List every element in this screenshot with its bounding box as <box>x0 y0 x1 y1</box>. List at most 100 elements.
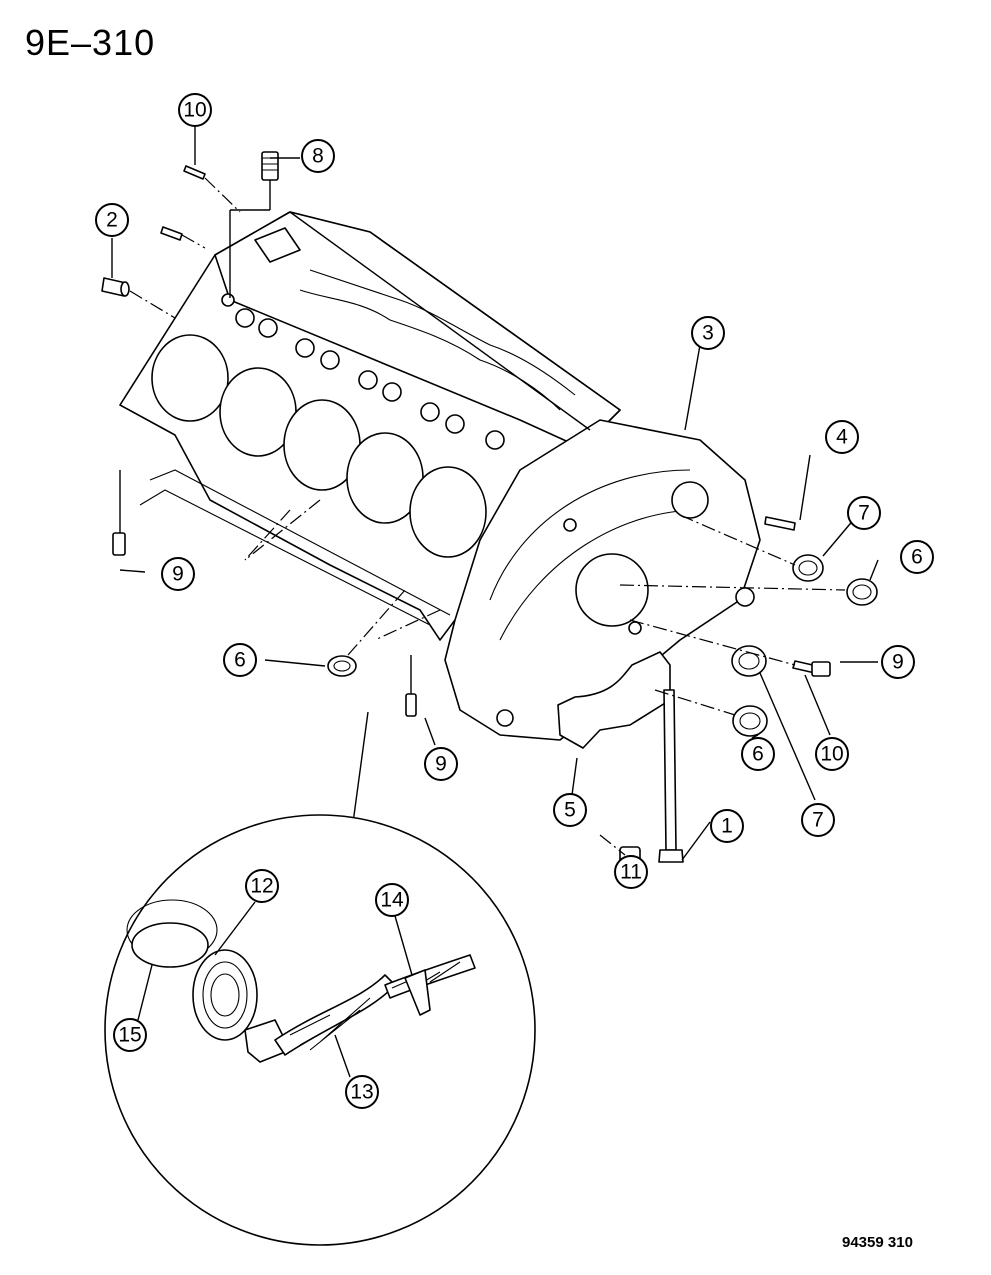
cup-seal <box>846 578 878 606</box>
callout-circle <box>881 645 915 679</box>
callout-label: 11 <box>620 861 642 884</box>
cup-seal <box>732 705 768 737</box>
sensor-coil <box>210 973 240 1017</box>
callout-12: 12 <box>245 869 279 903</box>
callout-circle <box>245 869 279 903</box>
oil-pan-rail <box>149 469 451 616</box>
callout-circle <box>900 540 934 574</box>
lifter-bore <box>382 382 402 402</box>
callout-circle <box>113 1018 147 1052</box>
callout-label: 13 <box>350 1081 373 1104</box>
wire-harness-mesh <box>289 997 371 1051</box>
callout-circle <box>691 316 725 350</box>
callout-circle <box>178 93 212 127</box>
camshaft-valley <box>309 269 576 396</box>
callout-11: 11 <box>614 855 648 889</box>
callout-label: 12 <box>250 875 273 898</box>
cam-bore <box>671 481 709 519</box>
callout-circle <box>741 737 775 771</box>
callout-1: 1 <box>710 809 744 843</box>
callout-9-left: 9 <box>161 557 195 591</box>
callout-7-lower: 7 <box>801 803 835 837</box>
crank-bore <box>575 553 649 627</box>
callout-8: 8 <box>301 139 335 173</box>
callout-label: 4 <box>836 426 848 449</box>
callout-label: 3 <box>702 322 714 345</box>
rear-flange-edge <box>499 509 701 641</box>
harness-clip <box>404 969 431 1016</box>
o-ring <box>131 922 209 968</box>
cup-seal-inner <box>333 660 351 672</box>
cap-bolt-head <box>658 849 684 863</box>
callout-label: 6 <box>234 649 246 672</box>
cup-seal <box>327 655 357 677</box>
callout-circle <box>614 855 648 889</box>
flange-hole <box>563 518 577 532</box>
threaded-plug <box>811 661 831 677</box>
detail-leader-lines <box>137 901 413 1078</box>
dowel-sleeve-end <box>120 281 130 297</box>
deck-hole <box>221 293 235 307</box>
cap-bolt <box>663 689 677 851</box>
cylinder-bore <box>409 466 487 558</box>
oil-pan-rail <box>139 489 431 626</box>
flange-hole <box>735 587 755 607</box>
callout-label: 2 <box>106 209 118 232</box>
callout-label: 6 <box>752 743 764 766</box>
cylinder-bore <box>151 334 229 422</box>
threaded-plug <box>405 693 417 717</box>
lifter-bore <box>445 414 465 434</box>
rear-seal <box>792 554 824 582</box>
lifter-bore <box>320 350 340 370</box>
callout-label: 5 <box>564 799 576 822</box>
cup-plug <box>160 226 183 241</box>
main-bearing-cap <box>557 651 671 749</box>
callout-circle <box>710 809 744 843</box>
callout-6-right-lower: 6 <box>741 737 775 771</box>
flange-hole <box>496 709 514 727</box>
callout-label: 1 <box>721 815 733 838</box>
leader-lines <box>111 126 879 873</box>
lifter-bore <box>485 430 505 450</box>
detail-view <box>104 814 536 1246</box>
lifter-bore <box>295 338 315 358</box>
flange-hole <box>628 621 642 635</box>
lifter-bore <box>235 308 255 328</box>
diagram-code: 9E–310 <box>25 22 156 63</box>
callout-label: 6 <box>911 546 923 569</box>
callout-circle <box>424 747 458 781</box>
drawing-number: 94359 310 <box>842 1234 913 1251</box>
threaded-plug <box>261 151 279 181</box>
callout-6-right-upper: 6 <box>900 540 934 574</box>
callout-10-top: 10 <box>178 93 212 127</box>
dowel-pin <box>183 165 206 180</box>
callout-label: 10 <box>820 743 843 766</box>
callout-2: 2 <box>95 203 129 237</box>
callout-circle <box>847 496 881 530</box>
callout-9-center: 9 <box>424 747 458 781</box>
callout-label: 14 <box>380 889 404 912</box>
callout-5: 5 <box>553 793 587 827</box>
callout-circle <box>301 139 335 173</box>
callout-circle <box>95 203 129 237</box>
sensor-connector <box>244 1019 291 1063</box>
hex-bolt <box>764 516 796 531</box>
lifter-bore <box>258 318 278 338</box>
callout-4: 4 <box>825 420 859 454</box>
engine-block <box>119 211 761 741</box>
callout-label: 8 <box>312 145 324 168</box>
cup-seal-inner <box>739 712 761 730</box>
callout-circle <box>825 420 859 454</box>
parts <box>101 151 878 874</box>
sensor-coil <box>202 961 248 1029</box>
callout-circle <box>345 1075 379 1109</box>
rear-seal-inner <box>798 560 818 576</box>
callout-label: 7 <box>858 502 870 525</box>
callout-label: 9 <box>172 563 184 586</box>
callout-circle <box>161 557 195 591</box>
callout-label: 7 <box>812 809 824 832</box>
callout-circle <box>801 803 835 837</box>
callout-7-upper: 7 <box>847 496 881 530</box>
sensor-boss <box>254 227 301 263</box>
lifter-bore <box>420 402 440 422</box>
